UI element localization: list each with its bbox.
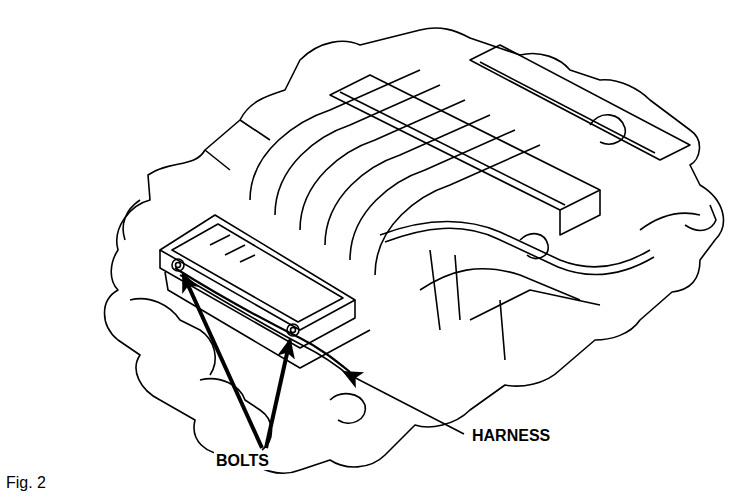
part-label: BOLTS (214, 452, 271, 470)
bolts-arrow (183, 274, 262, 448)
leader-arrows (183, 274, 464, 448)
harness-arrow (344, 372, 464, 434)
figure-caption: Fig. 2 (4, 474, 48, 492)
bolts-arrow (266, 340, 290, 448)
part-label: HARNESS (470, 427, 552, 445)
engine-outline (105, 28, 724, 473)
